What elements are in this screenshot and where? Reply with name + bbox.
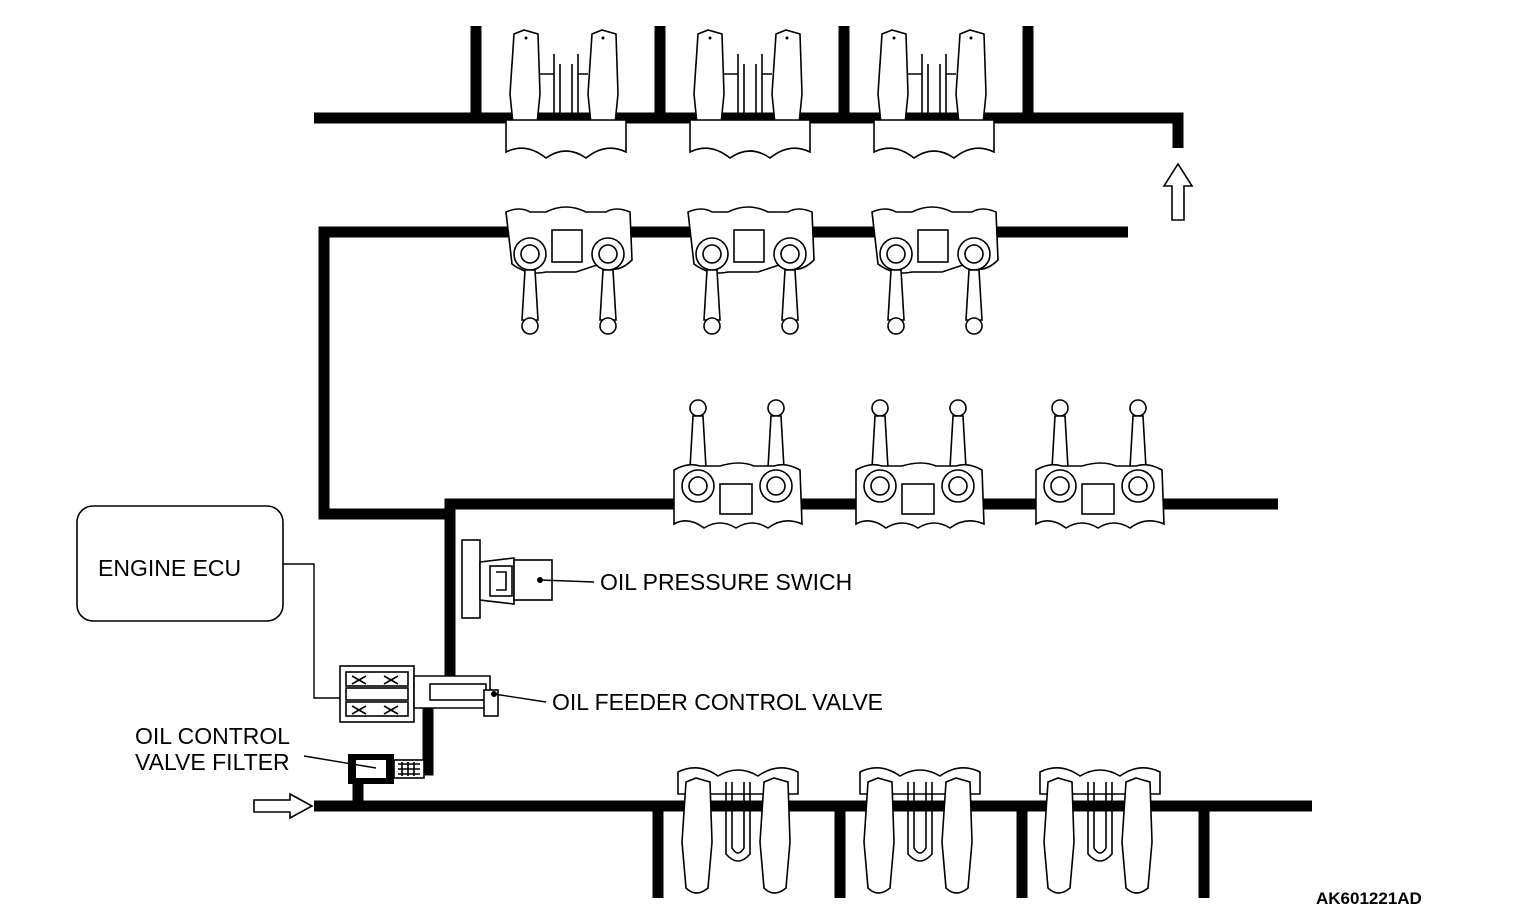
oil-pressure-switch [461, 539, 553, 619]
oil-feeder-control-valve [339, 665, 499, 723]
oil-control-valve-filter-label-line2: VALVE FILTER [135, 749, 290, 775]
oil-control-valve-filter-leader [303, 755, 377, 769]
oil-pressure-switch-label: OIL PRESSURE SWICH [600, 569, 852, 595]
oil-feeder-control-valve-leader [493, 693, 547, 703]
oil-passages [314, 26, 1312, 898]
oil-pressure-switch-leader [539, 579, 595, 583]
lower-roller-rockers [673, 399, 1165, 529]
arrow-right-outline-icon [253, 792, 314, 820]
oil-control-valve-filter-label-line1: OIL CONTROL [135, 723, 290, 749]
engine-ecu-label: ENGINE ECU [98, 555, 241, 581]
upper-roller-rockers [505, 206, 999, 335]
camshaft-top-rockers [505, 29, 995, 159]
figure-code: AK601221AD [1316, 889, 1422, 908]
camshaft-bottom-rockers [677, 767, 1161, 894]
oil-feeder-control-valve-label: OIL FEEDER CONTROL VALVE [552, 689, 883, 715]
arrow-up-outline-icon [1162, 162, 1194, 221]
oil-control-valve-filter [348, 754, 425, 784]
ecu-wire [283, 563, 340, 699]
